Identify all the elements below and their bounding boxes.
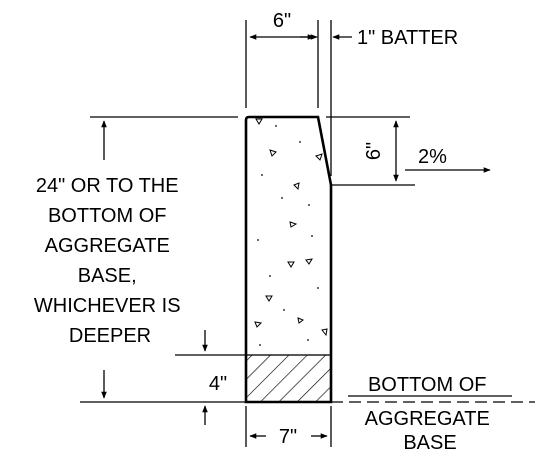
batter-dimension [300,20,352,176]
bottom-note-line-1: BOTTOM OF [368,374,487,396]
curb-outline [244,115,333,404]
slope-label: 2% [418,146,447,168]
bottom-note-line-3: BASE [403,432,456,454]
aggregate-base-hatch [245,354,332,403]
depth-note-line-1: 24" OR TO THE [36,175,179,197]
top-width-dimension [245,20,319,108]
base-depth-dimension [101,370,208,425]
depth-note-line-3: AGGREGATE [45,235,170,257]
depth-note: 24" OR TO THE BOTTOM OF AGGREGATE BASE, … [34,175,186,347]
bottom-width-dimension [245,406,332,447]
concrete-texture [254,118,328,337]
batter-label: 1" BATTER [357,27,458,49]
bottom-note: BOTTOM OF AGGREGATE BASE [365,374,496,454]
depth-note-line-2: BOTTOM OF [48,205,167,227]
bottom-note-line-2: AGGREGATE [365,408,490,430]
curb-height-label: 6" [363,142,385,160]
depth-note-line-5: WHICHEVER IS [34,295,181,317]
depth-note-line-4: BASE, [78,265,137,287]
depth-note-line-6: DEEPER [69,325,151,347]
depth-dimension [101,120,246,356]
base-depth-label: 4" [209,373,227,395]
bottom-width-label: 7" [279,426,297,448]
concrete-dots [257,125,319,346]
top-width-label: 6" [273,10,291,32]
